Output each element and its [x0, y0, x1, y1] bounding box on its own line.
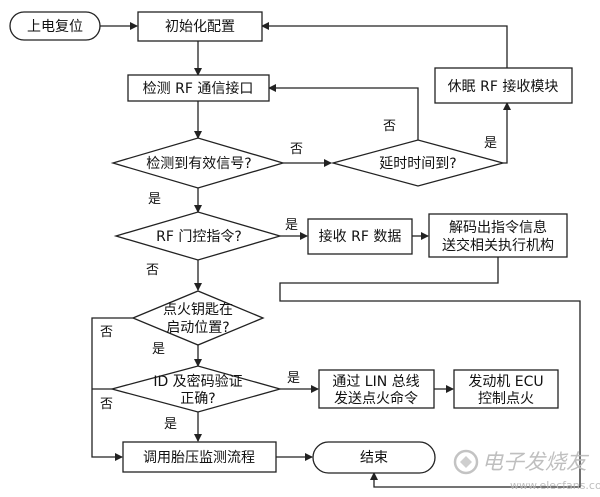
delay-time-decision [330, 139, 506, 187]
decode-text-line2: 送交相关执行机构 [442, 237, 554, 254]
tpms-text: 调用胎压监测流程 [143, 450, 255, 466]
label-yes-delay: 是 [484, 136, 497, 151]
ecu-text-line2: 控制点火 [478, 391, 534, 407]
init-config-text: 初始化配置 [165, 18, 235, 35]
decode-box [428, 213, 568, 258]
label-no-id-password: 否 [100, 397, 113, 412]
lin-bus-text-line2: 发送点火命令 [334, 390, 418, 407]
key-position-text-line2: 启动位置? [166, 320, 229, 336]
receive-rf-text: 接收 RF 数据 [319, 228, 402, 245]
power-reset-text: 上电复位 [27, 18, 83, 35]
label-no-valid-signal: 否 [290, 142, 303, 157]
arrow-decode-to-end [279, 257, 581, 488]
detect-rf-text: 检测 RF 通信接口 [143, 80, 254, 97]
label-yes-valid-signal: 是 [148, 192, 161, 207]
power-reset-terminal [9, 11, 101, 41]
ecu-box [453, 369, 559, 409]
rf-door-decision [113, 211, 283, 261]
key-position-text-line1: 点火钥匙在 [163, 302, 233, 318]
end-text: 结束 [360, 450, 388, 466]
sleep-rf-text: 休眠 RF 接收模块 [448, 78, 559, 95]
valid-signal-decision [110, 137, 286, 189]
label-no-delay: 否 [383, 119, 396, 134]
label-yes-id-password: 是 [287, 371, 300, 386]
rf-door-text: RF 门控指令? [156, 229, 242, 245]
watermark-url: www.elecfans.com [510, 479, 600, 492]
detect-rf-box [127, 74, 270, 102]
init-config-box [137, 11, 263, 42]
watermark-name: 电子发烧友 [482, 450, 590, 474]
watermark-logo-icon [453, 449, 479, 475]
branch-labels: 否 否 是 是 是 否 否 是 是 否 是 [100, 119, 497, 432]
arrow-key-no-to-tpms [91, 317, 133, 461]
watermark: 电子发烧友 www.elecfans.com [453, 449, 600, 492]
node-text: 上电复位 初始化配置 检测 RF 通信接口 休眠 RF 接收模块 检测到有效信号… [27, 18, 558, 466]
tpms-box [122, 441, 277, 473]
delay-time-text: 延时时间到? [379, 156, 456, 172]
id-password-decision [109, 365, 283, 413]
sleep-rf-box [434, 67, 573, 104]
lin-bus-box [318, 369, 435, 409]
id-password-text-line2: 正确? [180, 391, 215, 407]
end-terminal [312, 441, 436, 474]
id-password-text-line1: ID 及密码验证 [153, 373, 242, 390]
label-yes-id-to-tpms: 是 [164, 417, 177, 432]
receive-rf-box [307, 218, 413, 255]
arrow-delay-no-to-detect [268, 84, 419, 140]
arrow-delay-yes-to-sleep [503, 102, 511, 164]
watermark-logo-mark [460, 456, 472, 468]
label-yes-rf-door: 是 [285, 218, 298, 233]
label-no-key-position: 否 [100, 325, 113, 340]
shapes [9, 11, 573, 474]
valid-signal-text: 检测到有效信号? [146, 156, 251, 172]
label-no-rf-door: 否 [146, 263, 159, 278]
arrow-sleep-to-init [261, 22, 508, 68]
decode-text-line1: 解码出指令信息 [449, 219, 547, 236]
label-yes-key-position: 是 [152, 342, 165, 357]
key-position-decision [131, 290, 265, 346]
ecu-text-line1: 发动机 ECU [468, 374, 543, 390]
lin-bus-text-line1: 通过 LIN 总线 [332, 374, 419, 390]
